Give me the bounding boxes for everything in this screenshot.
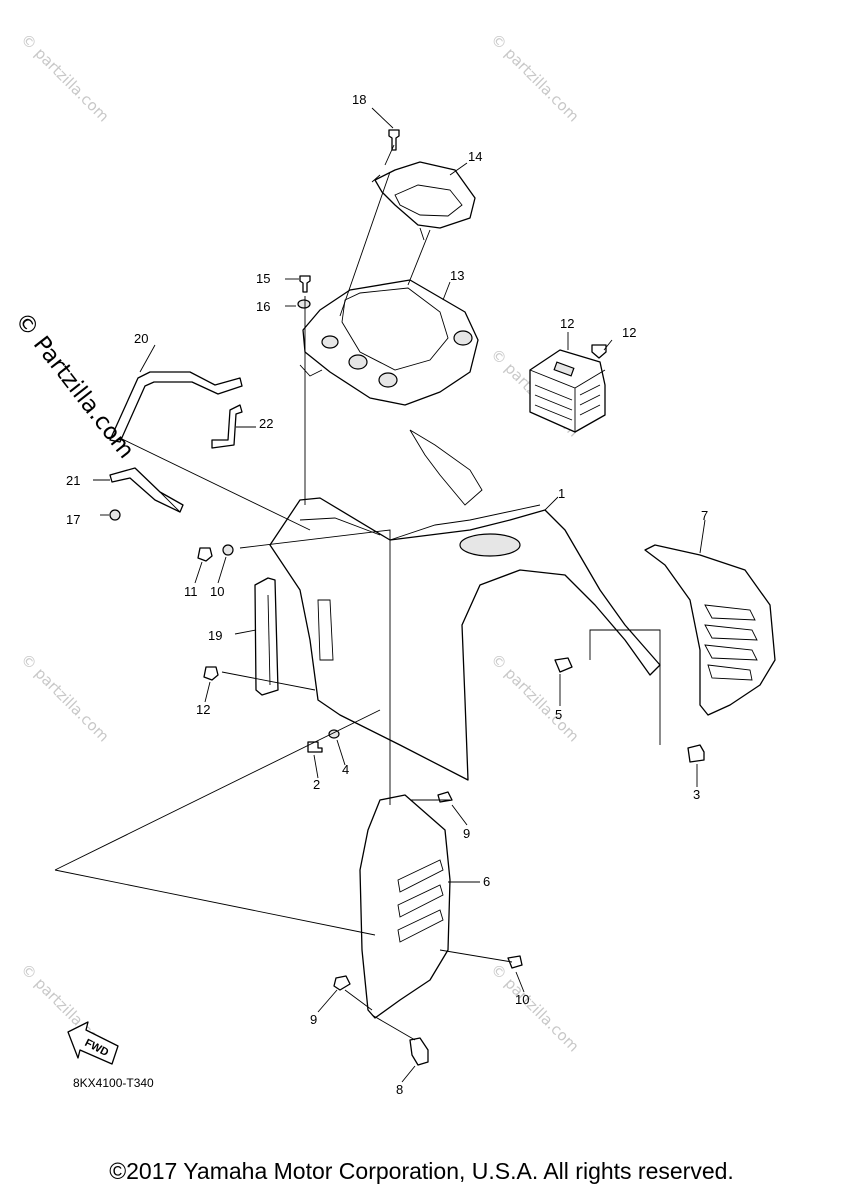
callout-10: 10 <box>515 992 529 1007</box>
callout-18: 16 <box>256 299 270 314</box>
part-3-bolt <box>687 744 705 763</box>
callout-9: 9 <box>463 826 470 841</box>
callout-14: 12 <box>622 325 636 340</box>
part-2-bolt <box>307 741 323 753</box>
part-7-grille <box>644 544 776 716</box>
part-11-washer <box>222 544 234 556</box>
part-13-box <box>529 349 606 433</box>
part-6-grille <box>359 794 451 1019</box>
part-17-screw <box>299 275 311 293</box>
watermark: © partzilla.com <box>487 960 582 1055</box>
part-8-bolt <box>409 1037 429 1066</box>
callout-19: 17 <box>66 512 80 527</box>
callouts: 18 14 15 13 16 12 12 20 22 21 1 7 17 11 … <box>66 92 708 1097</box>
callout-13: 12 <box>560 316 574 331</box>
callout-21: 19 <box>208 628 222 643</box>
callout-12-lower: 12 <box>196 702 210 717</box>
part-15-panel <box>299 279 479 406</box>
part-16-bracket <box>371 161 476 241</box>
part-9-nut <box>333 975 351 991</box>
callout-7: 7 <box>701 508 708 523</box>
callout-16: 14 <box>468 149 482 164</box>
part-24-stay <box>211 404 243 449</box>
part-20-screw <box>388 129 400 151</box>
part-12-nut-lower <box>203 666 219 681</box>
callout-22: 20 <box>134 331 148 346</box>
callout-6: 6 <box>483 874 490 889</box>
fwd-arrow-icon: FWD <box>67 1021 119 1065</box>
callout-8: 8 <box>396 1082 403 1097</box>
callout-24: 22 <box>259 416 273 431</box>
part-22-stay <box>109 371 243 443</box>
callout-1: 1 <box>558 486 565 501</box>
part-23-stay <box>109 467 184 513</box>
part-9-bolt <box>437 791 453 803</box>
callout-3: 3 <box>693 787 700 802</box>
callout-5: 5 <box>555 707 562 722</box>
copyright-footer: ©2017 Yamaha Motor Corporation, U.S.A. A… <box>109 1158 734 1184</box>
diagram-code: 8KX4100-T340 <box>73 1076 154 1090</box>
callout-11: 10 <box>210 584 224 599</box>
callout-9-lower: 9 <box>310 1012 317 1027</box>
part-5-clip <box>554 657 573 673</box>
part-14-clip <box>591 344 607 359</box>
part-19-nut <box>109 509 121 521</box>
part-21-panel <box>254 577 279 696</box>
callout-15: 13 <box>450 268 464 283</box>
part-12-nut <box>197 547 213 562</box>
callout-12: 11 <box>184 584 198 599</box>
callout-2: 2 <box>313 777 320 792</box>
fasteners <box>197 129 705 1066</box>
part-1-cover <box>269 429 661 781</box>
leader-lines <box>54 107 706 1083</box>
callout-17: 15 <box>256 271 270 286</box>
part-4-washer <box>328 729 340 739</box>
watermark: © partzilla.com <box>17 650 112 745</box>
watermark: © partzilla.com <box>487 30 582 125</box>
callout-23: 21 <box>66 473 80 488</box>
callout-4: 4 <box>342 762 349 777</box>
part-18-washer <box>297 299 311 309</box>
callout-20: 18 <box>352 92 366 107</box>
watermark: © partzilla.com <box>17 30 112 125</box>
part-10-bolt <box>507 955 523 969</box>
